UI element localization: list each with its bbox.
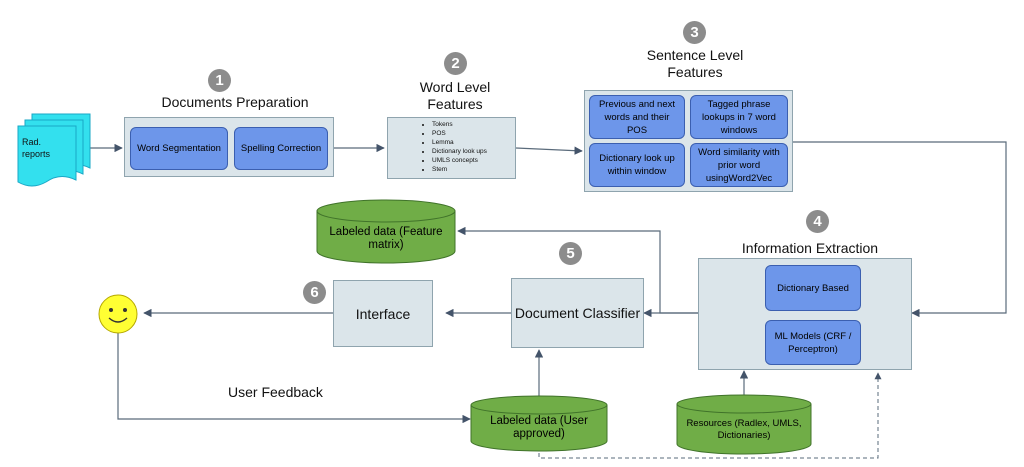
resources-label: Resources (Radlex, UMLS, Dictionaries) bbox=[686, 418, 802, 441]
step-1-badge: 1 bbox=[208, 69, 231, 92]
step-6-badge: 6 bbox=[303, 281, 326, 304]
prev-next-words-box: Previous and next words and their POS bbox=[589, 95, 685, 139]
list-item: Stem bbox=[432, 165, 515, 174]
word-segmentation-box: Word Segmentation bbox=[130, 127, 228, 170]
step-2-badge: 2 bbox=[444, 52, 467, 75]
arrow-labeled-to-ml-dashed bbox=[538, 372, 882, 459]
spelling-correction-box: Spelling Correction bbox=[234, 127, 328, 170]
input-label: Rad. reports bbox=[22, 137, 51, 159]
labeled-feature-label: Labeled data (Feature matrix) bbox=[329, 226, 443, 251]
list-item: Dictionary look ups bbox=[432, 147, 515, 156]
dictionary-based-box: Dictionary Based bbox=[765, 265, 861, 311]
step-4-badge: 4 bbox=[806, 210, 829, 233]
list-item: POS bbox=[432, 129, 515, 138]
list-item: Tokens bbox=[432, 120, 515, 129]
interface-box: Interface bbox=[333, 280, 433, 347]
step-5-badge: 5 bbox=[559, 242, 582, 265]
word-similarity-box: Word similarity with prior word usingWor… bbox=[690, 143, 788, 187]
word-feature-list: Tokens POS Lemma Dictionary look ups UML… bbox=[388, 120, 515, 174]
dictionary-window-box: Dictionary look up within window bbox=[589, 143, 685, 187]
arrow-word-to-sentence bbox=[515, 146, 583, 155]
database-icon bbox=[316, 199, 456, 264]
document-classifier-box: Document Classifier bbox=[511, 278, 644, 348]
list-item: Lemma bbox=[432, 138, 515, 147]
word-level-title: Word Level Features bbox=[419, 79, 491, 112]
database-icon bbox=[470, 395, 608, 452]
user-feedback-label: User Feedback bbox=[228, 384, 323, 400]
document-stack-icon bbox=[17, 113, 91, 187]
info-extraction-title: Information Extraction bbox=[741, 240, 879, 256]
arrow-sentence-to-ie bbox=[793, 141, 1007, 318]
tagged-phrase-box: Tagged phrase lookups in 7 word windows bbox=[690, 95, 788, 139]
step-3-badge: 3 bbox=[683, 21, 706, 44]
ml-models-box: ML Models (CRF / Perceptron) bbox=[765, 320, 861, 365]
arrow-user-feedback bbox=[117, 330, 471, 424]
labeled-user-label: Labeled data (User approved) bbox=[490, 415, 588, 440]
database-icon bbox=[676, 394, 812, 455]
sentence-level-title: Sentence Level Features bbox=[646, 47, 744, 80]
smiley-user-icon bbox=[98, 294, 138, 334]
doc-prep-title: Documents Preparation bbox=[161, 94, 309, 110]
list-item: UMLS concepts bbox=[432, 156, 515, 165]
word-level-panel: Tokens POS Lemma Dictionary look ups UML… bbox=[387, 117, 516, 179]
